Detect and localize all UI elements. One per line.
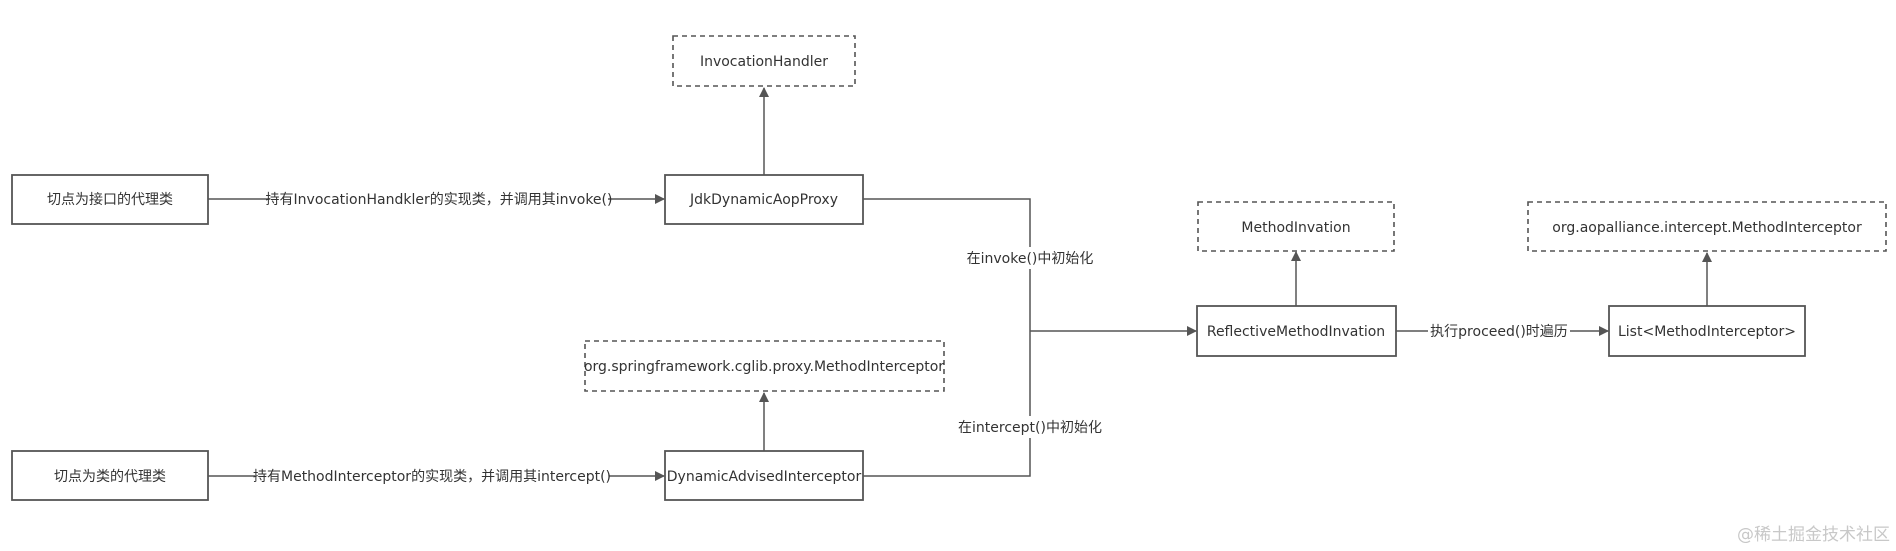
node-method-invation: MethodInvation (1197, 201, 1395, 252)
label-init-invoke: 在invoke()中初始化 (967, 250, 1094, 267)
node-dynamic-advised-label: DynamicAdvisedInterceptor (667, 469, 862, 485)
node-interceptor-list: List<MethodInterceptor> (1608, 305, 1806, 357)
label-holds-interceptor: 持有MethodInterceptor的实现类，并调用其intercept() (253, 469, 611, 485)
node-dynamic-advised: DynamicAdvisedInterceptor (664, 450, 864, 501)
label-proceed-traverse: 执行proceed()时遍历 (1430, 324, 1568, 340)
node-cglib-interceptor: org.springframework.cglib.proxy.MethodIn… (584, 340, 945, 392)
node-reflective: ReflectiveMethodInvation (1196, 305, 1397, 357)
node-cglib-interceptor-label: org.springframework.cglib.proxy.MethodIn… (584, 359, 944, 375)
node-proxy-class-label: 切点为类的代理类 (54, 469, 166, 485)
node-method-invation-label: MethodInvation (1241, 220, 1350, 236)
node-interceptor-list-label: List<MethodInterceptor> (1618, 324, 1796, 340)
label-init-intercept: 在intercept()中初始化 (958, 419, 1102, 436)
node-invocation-handler-label: InvocationHandler (700, 54, 828, 70)
node-proxy-interface-label: 切点为接口的代理类 (47, 191, 173, 208)
node-aopalliance-label: org.aopalliance.intercept.MethodIntercep… (1552, 220, 1862, 236)
watermark: @稀土掘金技术社区 (1737, 525, 1890, 545)
node-invocation-handler: InvocationHandler (672, 35, 856, 87)
edge-init-intercept (863, 331, 1031, 477)
node-jdk-proxy: JdkDynamicAopProxy (664, 174, 864, 225)
node-jdk-proxy-label: JdkDynamicAopProxy (689, 192, 838, 208)
node-proxy-interface: 切点为接口的代理类 (11, 174, 209, 225)
node-reflective-label: ReflectiveMethodInvation (1207, 324, 1385, 340)
edge-init-invoke (863, 198, 1031, 331)
node-proxy-class: 切点为类的代理类 (11, 450, 209, 501)
label-holds-handler: 持有InvocationHandkler的实现类，并调用其invoke() (266, 192, 613, 208)
node-aopalliance: org.aopalliance.intercept.MethodIntercep… (1527, 201, 1887, 252)
